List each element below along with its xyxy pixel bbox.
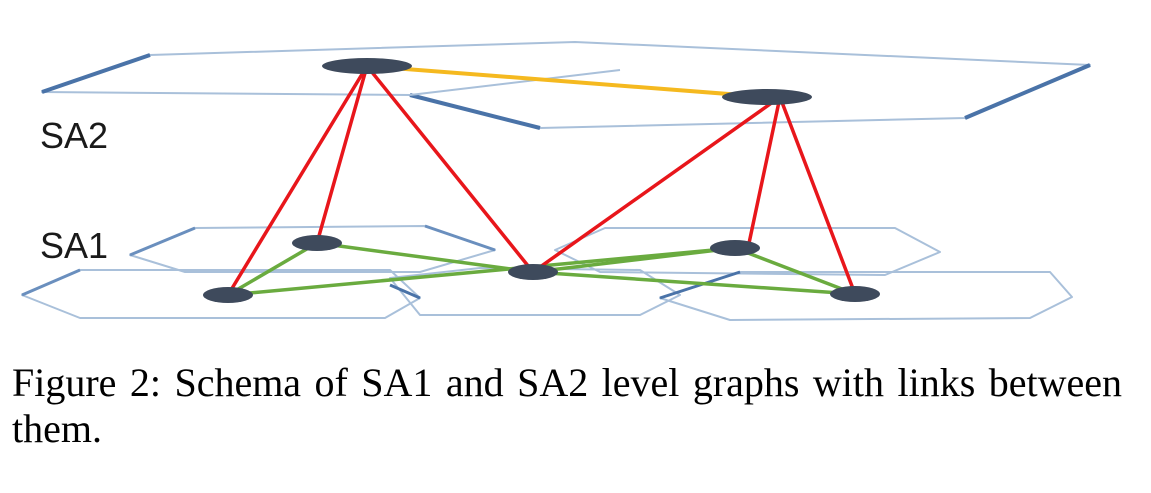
sa1-link bbox=[531, 270, 857, 296]
sa-level-graph-diagram: SA2 SA1 bbox=[21, 41, 1091, 321]
sa1-edge-front-left bbox=[21, 268, 81, 297]
sa1-label: SA1 bbox=[40, 225, 108, 266]
sa2-plane-edge-right bbox=[964, 63, 1091, 120]
sa1-link bbox=[226, 246, 737, 297]
inter-level-link bbox=[778, 95, 857, 296]
sa2-plane-outline bbox=[41, 41, 1091, 129]
sa1-nodes bbox=[203, 235, 880, 303]
inter-level-links bbox=[226, 64, 857, 297]
sa1-node bbox=[830, 286, 880, 302]
sa1-link bbox=[531, 246, 737, 274]
sa1-edge-back-left bbox=[129, 226, 196, 257]
sa1-node bbox=[292, 235, 342, 251]
figure-caption: Figure 2: Schema of SA1 and SA2 level gr… bbox=[12, 360, 1122, 451]
sa2-nodes bbox=[322, 58, 812, 105]
sa2-plane-inner-line bbox=[409, 69, 621, 96]
inter-level-link bbox=[226, 64, 369, 297]
sa1-edge-front-mid bbox=[389, 283, 421, 300]
sa2-plane bbox=[41, 41, 1091, 130]
sa2-label: SA2 bbox=[40, 115, 108, 156]
sa2-link bbox=[365, 64, 769, 99]
sa2-node bbox=[322, 58, 412, 74]
sa2-plane-edge-left bbox=[41, 53, 151, 94]
inter-level-link bbox=[746, 95, 782, 250]
sa1-node bbox=[508, 264, 558, 280]
sa1-links bbox=[226, 241, 857, 297]
sa1-node bbox=[710, 240, 760, 256]
sa1-node bbox=[203, 287, 253, 303]
sa2-node bbox=[722, 89, 812, 105]
sa1-plane bbox=[21, 224, 1073, 321]
sa2-plane-edge-front bbox=[409, 93, 541, 130]
inter-level-link bbox=[365, 64, 535, 274]
sa1-link bbox=[733, 246, 857, 296]
sa1-hex-front-middle bbox=[389, 267, 681, 316]
sa1-hex-back-right bbox=[554, 227, 941, 276]
inter-level-link bbox=[315, 64, 369, 245]
sa1-link bbox=[315, 241, 535, 274]
sa1-edge-back-mid bbox=[424, 224, 496, 252]
inter-level-link bbox=[531, 95, 782, 274]
sa1-link bbox=[226, 241, 319, 297]
